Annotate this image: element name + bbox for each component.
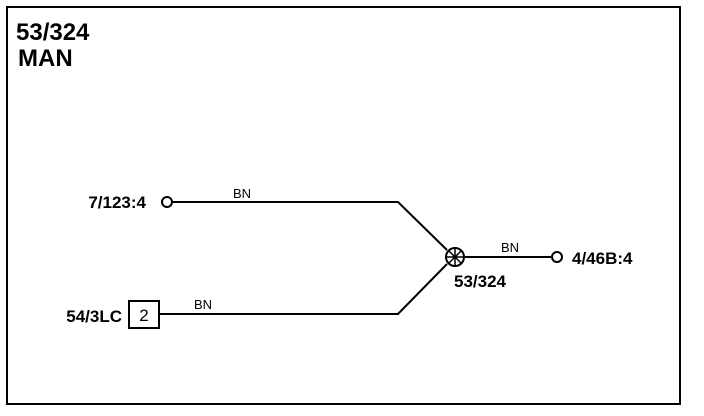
diagram-title: 53/324 bbox=[16, 19, 90, 46]
wire-label-top: BN bbox=[233, 186, 251, 201]
wire-label-right: BN bbox=[501, 240, 519, 255]
connector-label-right: 4/46B:4 bbox=[572, 249, 633, 268]
terminal-right bbox=[551, 251, 563, 263]
splice-icon bbox=[445, 247, 465, 267]
diagram-subtitle: MAN bbox=[18, 45, 73, 72]
connector-pin-box bbox=[128, 300, 160, 329]
diagram-frame bbox=[6, 6, 681, 405]
wire-bottom bbox=[159, 263, 448, 315]
connector-pin-number: 2 bbox=[139, 306, 148, 325]
terminal-top-left bbox=[161, 196, 173, 208]
wire-top bbox=[172, 201, 448, 251]
connector-label-top-left: 7/123:4 bbox=[88, 193, 146, 212]
splice-label: 53/324 bbox=[454, 272, 507, 291]
connector-label-bottom-left: 54/3LC bbox=[66, 307, 122, 326]
wire-label-bottom: BN bbox=[194, 297, 212, 312]
